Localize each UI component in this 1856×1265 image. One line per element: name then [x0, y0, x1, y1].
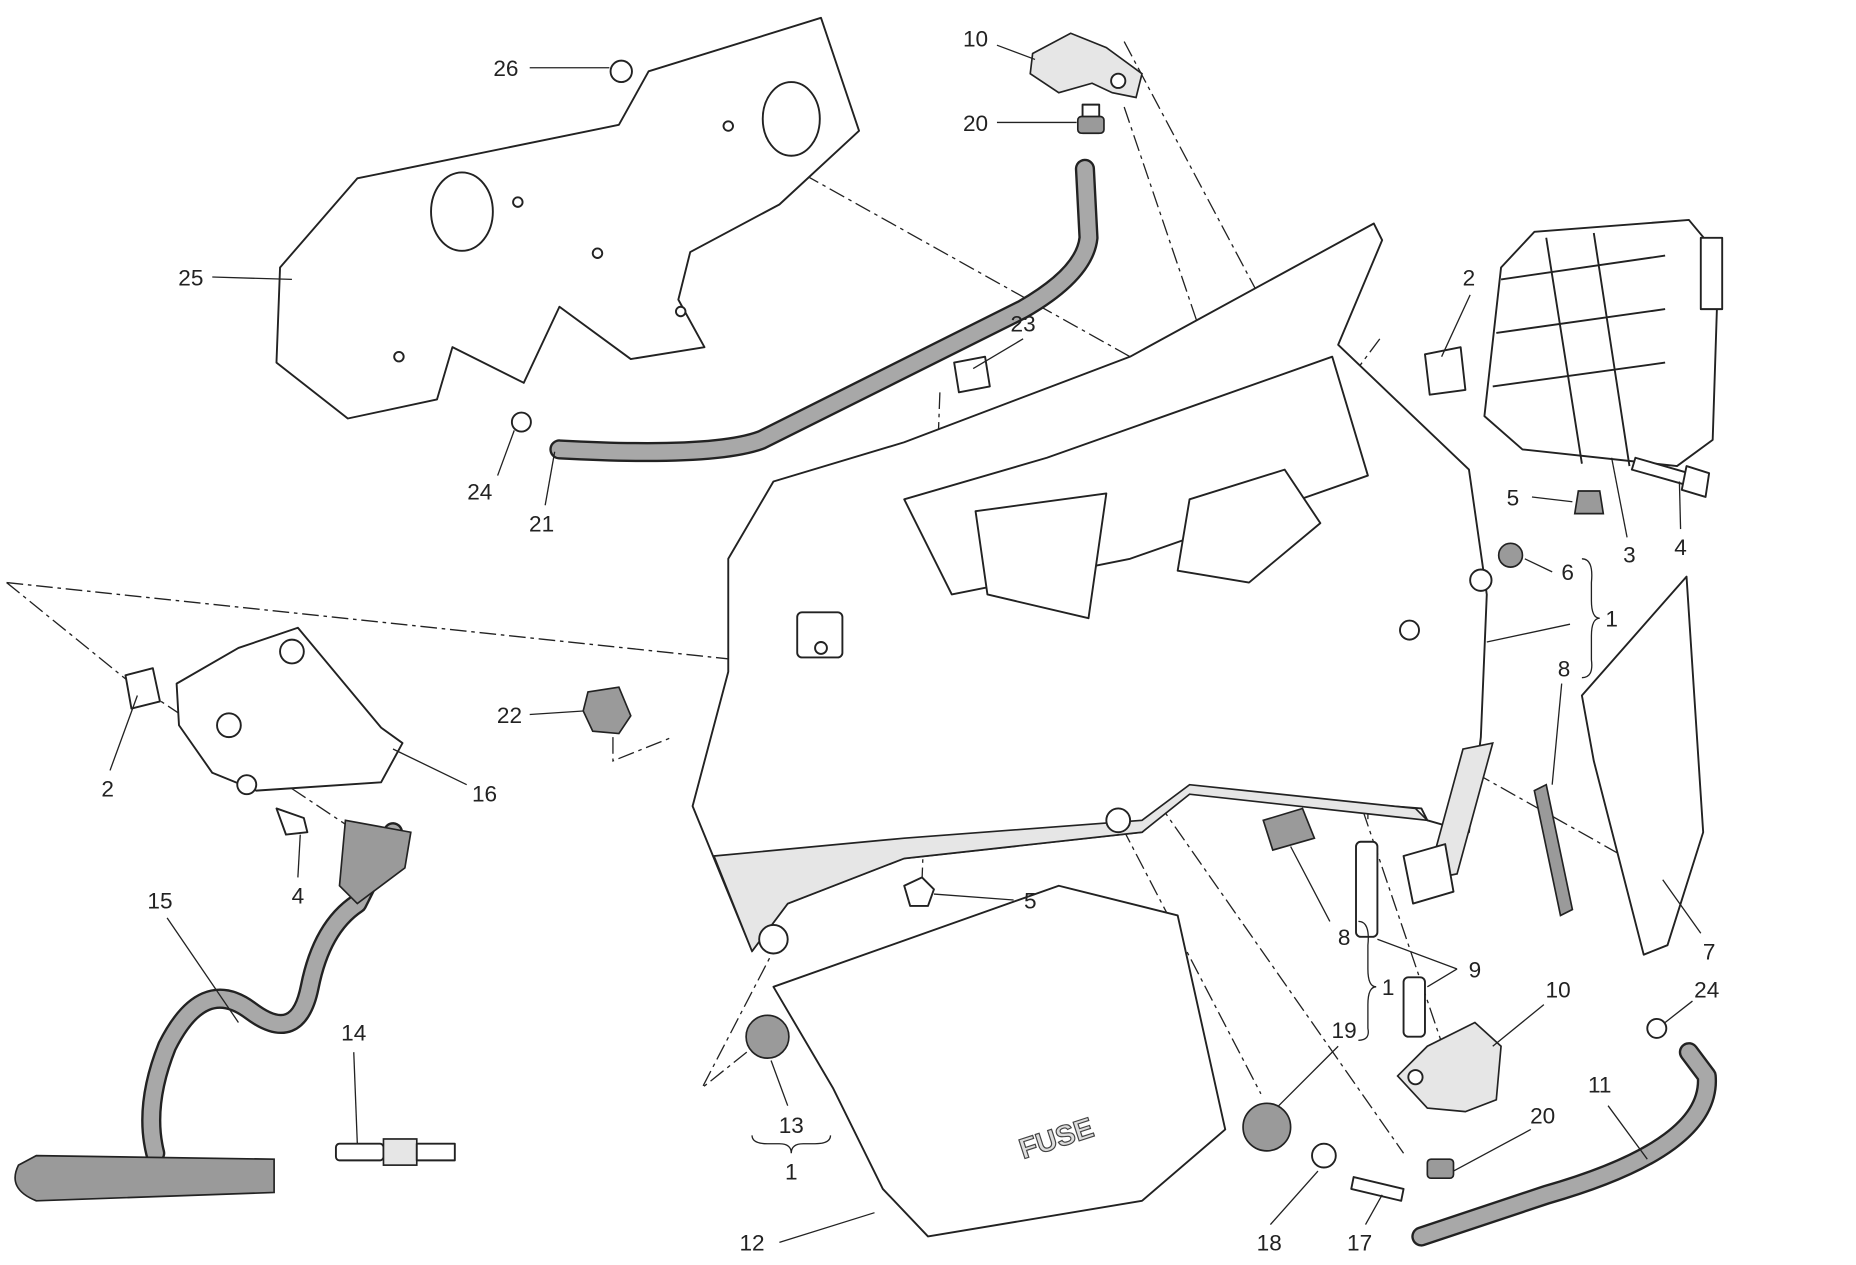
clip-24-bottom — [1646, 1017, 1668, 1039]
bolt-4-right — [1630, 456, 1711, 498]
bolt-17 — [1350, 1176, 1405, 1202]
strip-8-left — [1262, 807, 1316, 852]
callout-5-lower: 5 — [1024, 888, 1037, 913]
callout-14: 14 — [341, 1020, 366, 1045]
leader-lines — [109, 44, 1702, 1244]
callout-11: 11 — [1588, 1073, 1611, 1098]
callout-12: 12 — [739, 1231, 764, 1256]
nut-5-lower — [903, 876, 935, 907]
grommet-19 — [1242, 1102, 1292, 1152]
braces — [751, 558, 1600, 1154]
side-panel-7 — [1580, 575, 1705, 956]
callout-1: 1 — [1605, 607, 1618, 632]
pressure-sensor-10-bottom — [1396, 1021, 1502, 1113]
sensor-16 — [175, 626, 404, 796]
bolt-9-lower — [1402, 976, 1426, 1038]
callout-10-lower: 10 — [1546, 977, 1571, 1002]
spark-plug-14 — [334, 1138, 456, 1166]
grommet-6 — [1497, 542, 1524, 568]
grommet-22 — [582, 686, 632, 735]
ignition-lead-15 — [141, 819, 412, 1164]
hose-clamp-20-top — [1076, 115, 1105, 134]
callout-8: 8 — [1558, 656, 1571, 681]
callout-5: 5 — [1507, 485, 1520, 510]
callout-4-left: 4 — [292, 884, 305, 909]
strip-8-right — [1533, 783, 1574, 917]
clip-nut-2-left — [124, 667, 161, 710]
callout-17: 17 — [1347, 1231, 1372, 1256]
callout-6: 6 — [1561, 560, 1574, 585]
fairing-tray-1 — [691, 222, 1494, 955]
callout-23: 23 — [1011, 312, 1036, 337]
heat-shield-25 — [275, 16, 860, 420]
callout-labels: 26 10 20 25 23 24 21 2 5 3 4 6 1 8 22 2 … — [101, 26, 1719, 1255]
callout-1-bottom: 1 — [785, 1159, 798, 1184]
callout-20: 20 — [963, 111, 988, 136]
callout-26: 26 — [493, 56, 518, 81]
clip-24-top — [510, 411, 532, 433]
bolt-4-left — [275, 807, 309, 836]
grommet-5-right — [1573, 490, 1605, 515]
callout-10: 10 — [963, 26, 988, 51]
callout-13: 13 — [779, 1113, 804, 1138]
callout-22: 22 — [497, 703, 522, 728]
hose-clamp-20-bottom — [1426, 1158, 1455, 1180]
callout-4: 4 — [1674, 535, 1687, 560]
callout-2: 2 — [1463, 265, 1476, 290]
callout-25: 25 — [178, 265, 203, 290]
callout-7: 7 — [1703, 939, 1716, 964]
clip-26 — [609, 59, 633, 83]
clip-nut-23 — [953, 355, 991, 394]
callout-20-lower: 20 — [1530, 1104, 1555, 1129]
fuse-cover-12: FUSE — [772, 884, 1227, 1238]
callout-24: 24 — [467, 479, 492, 504]
clip-nut-2-right — [1424, 346, 1467, 396]
hose-21 — [549, 158, 1099, 463]
washer-18 — [1311, 1142, 1337, 1169]
callout-19: 19 — [1332, 1018, 1357, 1043]
callout-16: 16 — [472, 781, 497, 806]
callout-1-middle: 1 — [1382, 975, 1395, 1000]
bolt-9-upper — [1355, 840, 1379, 938]
callout-8-lower: 8 — [1338, 925, 1351, 950]
callout-21: 21 — [529, 511, 554, 536]
callout-2-left: 2 — [101, 777, 114, 802]
callout-3: 3 — [1623, 542, 1636, 567]
callout-15: 15 — [147, 888, 172, 913]
hose-11 — [1411, 1042, 1717, 1247]
callout-18: 18 — [1257, 1231, 1282, 1256]
grommet-13 — [745, 1014, 790, 1059]
callout-9: 9 — [1469, 957, 1482, 982]
voltage-regulator-3 — [1483, 218, 1724, 468]
callout-24-lower: 24 — [1694, 977, 1719, 1002]
spark-plug-cap — [14, 1154, 275, 1202]
